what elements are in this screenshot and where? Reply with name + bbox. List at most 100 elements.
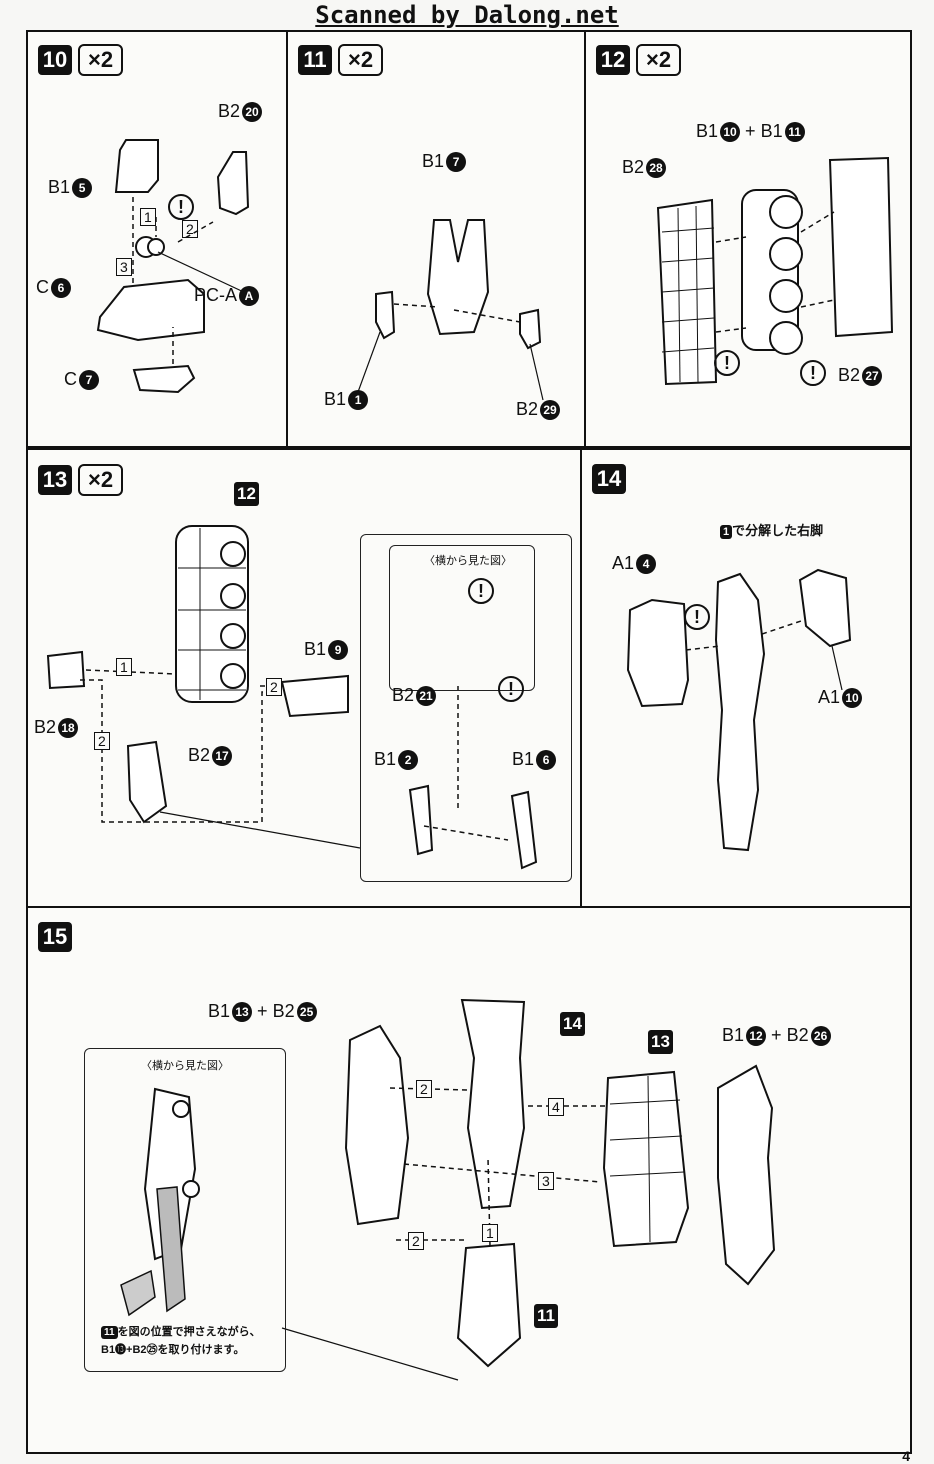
part-number: 13 xyxy=(232,1002,253,1023)
side-view-detail: 〈横から見た図〉 xyxy=(389,545,535,691)
step-number: 10 xyxy=(38,45,72,75)
caution-icon: ! xyxy=(684,604,710,630)
step-number: 15 xyxy=(38,922,72,952)
part-number: 10 xyxy=(720,122,741,143)
part-number: 18 xyxy=(58,718,79,739)
part-number: 10 xyxy=(842,688,863,709)
side-view-drawing xyxy=(120,1087,200,1317)
order-2: 2 xyxy=(408,1232,424,1250)
caution-icon: ! xyxy=(800,360,826,386)
part-number: 12 xyxy=(746,1026,767,1047)
step-14-header: 14 xyxy=(592,464,626,494)
part-code: B2 xyxy=(516,399,539,419)
step-number: 13 xyxy=(38,465,72,495)
part-code: A1 xyxy=(612,553,635,573)
order-3: 3 xyxy=(538,1172,554,1190)
step-reference: 11 xyxy=(101,1326,118,1339)
instruction-line-2: B1⓭+B2㉕を取り付けます。 xyxy=(101,1344,245,1356)
step-number: 14 xyxy=(592,464,626,494)
part-number: 20 xyxy=(242,102,263,123)
ref-step-11: 11 xyxy=(534,1304,558,1328)
part-code: B1 xyxy=(304,639,327,659)
side-view-caption: 〈横から見た図〉 xyxy=(141,1060,229,1072)
step-13-diagram xyxy=(46,525,538,870)
quantity-badge: ×2 xyxy=(338,44,384,76)
order-1: 1 xyxy=(116,658,132,676)
ref-step-13: 13 xyxy=(648,1030,673,1054)
part-code: B1 xyxy=(324,389,347,409)
part-code: B1 xyxy=(760,121,783,141)
step-13-header: 13 ×2 xyxy=(38,464,124,496)
order-3: 3 xyxy=(116,258,132,276)
part-code: B2 xyxy=(786,1025,809,1045)
quantity-badge: ×2 xyxy=(78,464,124,496)
step-12-diagram xyxy=(656,156,894,386)
order-2: 2 xyxy=(266,678,282,696)
side-view-caption: 〈横から見た図〉 xyxy=(424,555,512,567)
part-number: 27 xyxy=(862,366,883,387)
step-number: 12 xyxy=(596,45,630,75)
part-number: 25 xyxy=(296,1002,317,1023)
step-10-diagram xyxy=(96,139,250,394)
step-reference: 13 xyxy=(648,1030,673,1054)
part-number: 29 xyxy=(540,400,561,421)
scan-credit: Scanned by Dalong.net xyxy=(315,1,619,29)
part-number: 6 xyxy=(536,750,557,771)
part-code: B2 xyxy=(838,365,861,385)
part-number: 26 xyxy=(810,1026,831,1047)
caution-icon: ! xyxy=(468,578,494,604)
plus-sign: + xyxy=(745,121,756,141)
part-number: 5 xyxy=(72,178,93,199)
step-11-diagram xyxy=(357,219,544,401)
part-number: 7 xyxy=(446,152,467,173)
ref-step-14: 14 xyxy=(560,1012,585,1036)
side-view-inset: 〈横から見た図〉 xyxy=(360,534,572,882)
quantity-badge: ×2 xyxy=(636,44,682,76)
part-code: B1 xyxy=(48,177,71,197)
part-number: 4 xyxy=(636,554,657,575)
ref-step-12: 12 xyxy=(234,482,259,506)
part-code: C xyxy=(36,277,49,297)
part-code: B2 xyxy=(392,685,415,705)
part-code: B2 xyxy=(34,717,57,737)
step-10-header: 10 ×2 xyxy=(38,44,124,76)
part-code: B1 xyxy=(374,749,397,769)
plus-sign: + xyxy=(257,1001,268,1021)
step-11-header: 11 ×2 xyxy=(298,44,384,76)
step-14-diagram xyxy=(626,568,852,852)
part-number: 1 xyxy=(348,390,369,411)
order-4: 4 xyxy=(548,1098,564,1116)
part-code: C xyxy=(64,369,77,389)
order-1: 1 xyxy=(140,208,156,226)
step-reference: 14 xyxy=(560,1012,585,1036)
part-code: B2 xyxy=(218,101,241,121)
page-number: 4 xyxy=(902,1448,910,1464)
step-12-header: 12 ×2 xyxy=(596,44,682,76)
caution-icon: ! xyxy=(714,350,740,376)
part-code: A1 xyxy=(818,687,841,707)
